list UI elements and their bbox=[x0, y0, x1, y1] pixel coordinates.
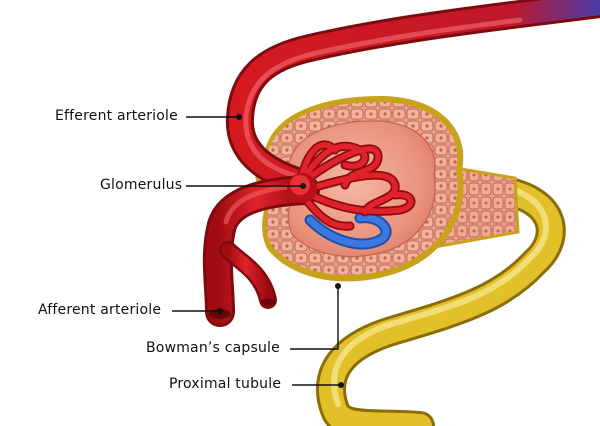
proximal-tubule-label: Proximal tubule bbox=[169, 376, 282, 392]
bowman-marker bbox=[335, 283, 341, 289]
proximal-tubule bbox=[316, 175, 566, 426]
afferent-arteriole-label: Afferent arteriole bbox=[38, 302, 162, 318]
glomerulus-marker bbox=[300, 183, 306, 189]
efferent-arteriole-label: Efferent arteriole bbox=[55, 108, 178, 124]
glomerulus-tuft bbox=[287, 140, 416, 250]
bowmans-capsule-label: Bowman’s capsule bbox=[146, 340, 280, 356]
proximal-marker bbox=[338, 382, 344, 388]
efferent-arteriole bbox=[225, 0, 600, 196]
efferent-marker bbox=[236, 114, 242, 120]
afferent-marker bbox=[217, 308, 223, 314]
glomerulus-label: Glomerulus bbox=[100, 177, 183, 193]
leader-markers bbox=[217, 114, 344, 388]
bowman-leader-line bbox=[290, 286, 339, 350]
leader-lines bbox=[172, 116, 340, 386]
afferent-arteriole bbox=[202, 175, 320, 327]
